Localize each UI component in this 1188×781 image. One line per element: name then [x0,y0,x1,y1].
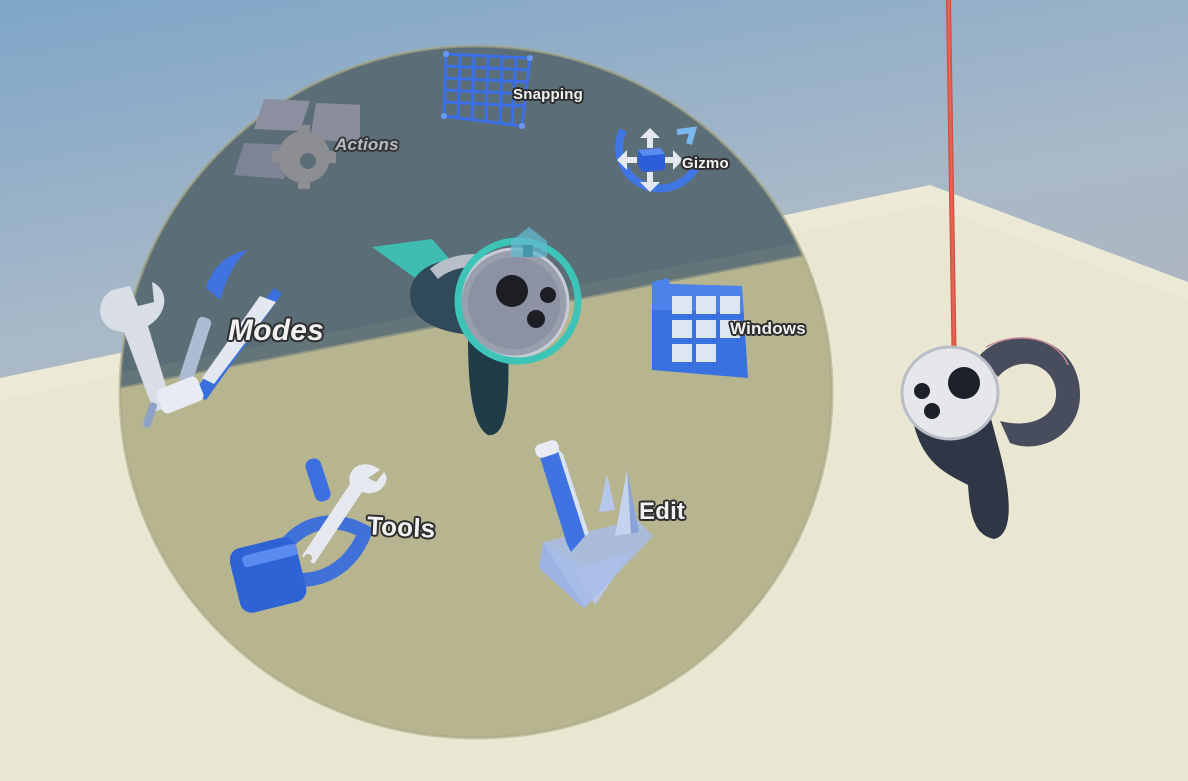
menu-item-windows[interactable]: Windows [648,272,828,382]
menu-item-gizmo[interactable]: Gizmo [605,120,745,205]
menu-item-label: Snapping [513,86,583,103]
windows-grid-icon [652,278,748,378]
menu-item-label: Modes [228,314,325,347]
motion-controller-icon [372,237,582,436]
menu-item-edit[interactable]: Edit [535,440,695,610]
menu-item-actions[interactable]: Actions [230,95,420,195]
radial-menu-center[interactable] [370,225,600,440]
grid-icon [441,51,533,129]
vr-headset-wrench-icon [230,458,387,613]
wrench-brush-pencil-icon [100,250,282,428]
menu-item-label: Edit [639,498,686,525]
menu-item-label: Tools [366,510,437,544]
home-icon [511,227,547,257]
menu-item-modes[interactable]: Modes [88,244,348,434]
menu-item-snapping[interactable]: Snapping [440,50,600,135]
motion-controller-icon [900,337,1080,539]
pencil-shapes-icon [535,440,653,608]
menu-item-tools[interactable]: Tools [230,452,450,632]
menu-item-label: Actions [335,135,399,154]
right-motion-controller [890,325,1090,555]
transform-gizmo-icon [615,126,701,193]
puzzle-gear-icon [234,99,360,189]
menu-item-label: Windows [730,319,806,338]
menu-item-label: Gizmo [682,155,729,172]
